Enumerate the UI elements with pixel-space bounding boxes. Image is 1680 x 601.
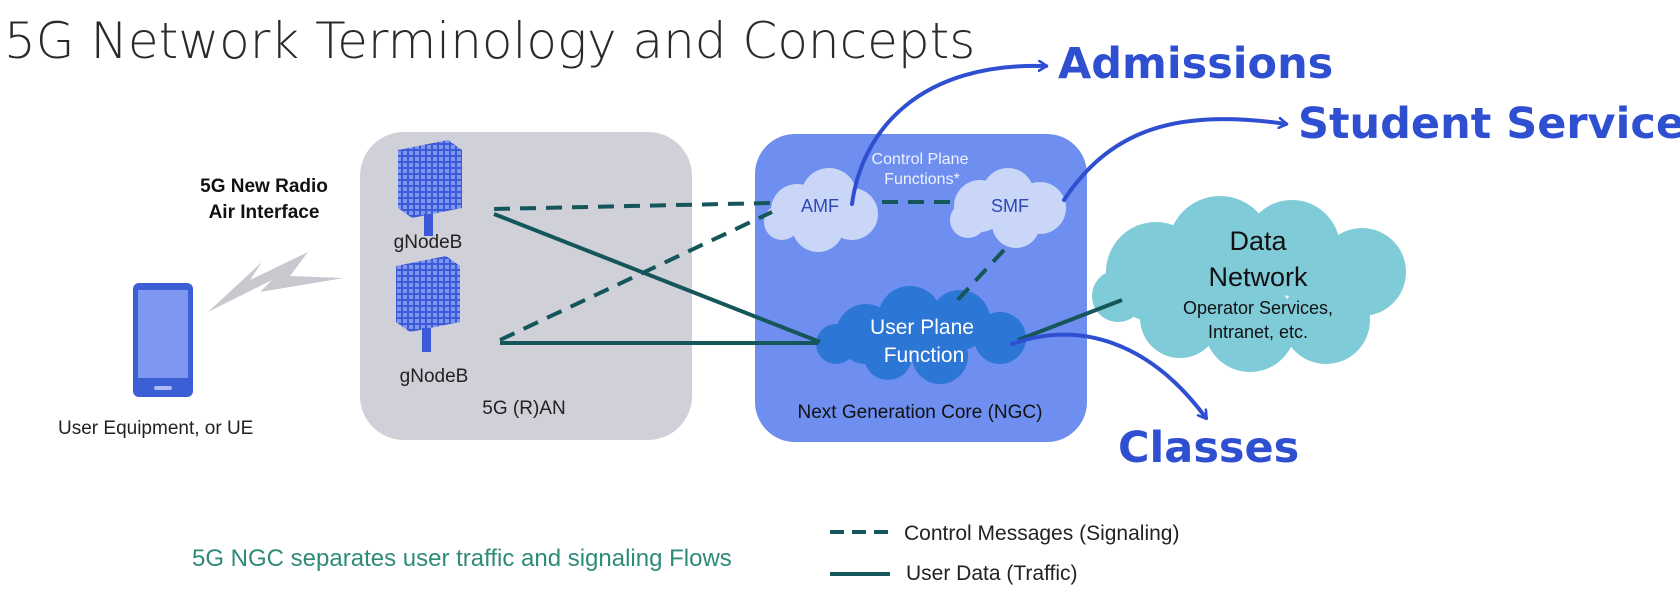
amf-label: AMF	[801, 196, 839, 216]
footer-caption: 5G NGC separates user traffic and signal…	[192, 545, 732, 572]
classes-annotation: Classes	[1118, 423, 1299, 473]
smf-label: SMF	[991, 196, 1029, 216]
student-services-annotation: Student Services	[1298, 99, 1680, 149]
user-data-link	[1017, 298, 1123, 342]
legend-user-label: User Data (Traffic)	[906, 562, 1078, 585]
legend-control-label: Control Messages (Signaling)	[904, 522, 1179, 545]
data-network-line3: Operator Services,	[1183, 298, 1333, 318]
control-link	[493, 201, 771, 211]
ngc-label: Next Generation Core (NGC)	[798, 402, 1043, 423]
antenna-icon	[398, 140, 462, 236]
upf-label-line1: User Plane	[870, 316, 974, 339]
student-services-arrow	[1062, 119, 1286, 202]
radio-label-line1: 5G New Radio	[200, 176, 328, 197]
gnodeb-top-label: gNodeB	[394, 232, 463, 253]
lightning-icon	[208, 252, 344, 312]
data-network-line4: Intranet, etc.	[1208, 322, 1308, 342]
radio-label-line2: Air Interface	[209, 202, 320, 223]
page-title: 5G Network Terminology and Concepts	[4, 12, 975, 70]
admissions-annotation: Admissions	[1058, 39, 1333, 89]
antenna-icon	[396, 256, 460, 352]
control-plane-line2: Functions*	[884, 171, 960, 188]
data-network-cloud	[1092, 196, 1406, 372]
upf-cloud	[816, 286, 1026, 384]
classes-arrow	[1010, 332, 1208, 418]
data-network-line2: Network	[1208, 262, 1308, 292]
ran-label: 5G (R)AN	[482, 398, 565, 419]
user-data-link	[493, 212, 821, 344]
amf-cloud	[764, 168, 878, 252]
data-network-line1: Data	[1229, 226, 1287, 256]
ue-label: User Equipment, or UE	[58, 418, 253, 439]
gnodeb-bottom-label: gNodeB	[400, 366, 469, 387]
control-plane-line1: Control Plane	[872, 151, 969, 168]
control-link	[950, 248, 1006, 308]
upf-label-line2: Function	[884, 344, 965, 367]
phone-icon	[133, 283, 193, 397]
admissions-arrow	[850, 66, 1046, 206]
smf-cloud	[950, 168, 1066, 248]
